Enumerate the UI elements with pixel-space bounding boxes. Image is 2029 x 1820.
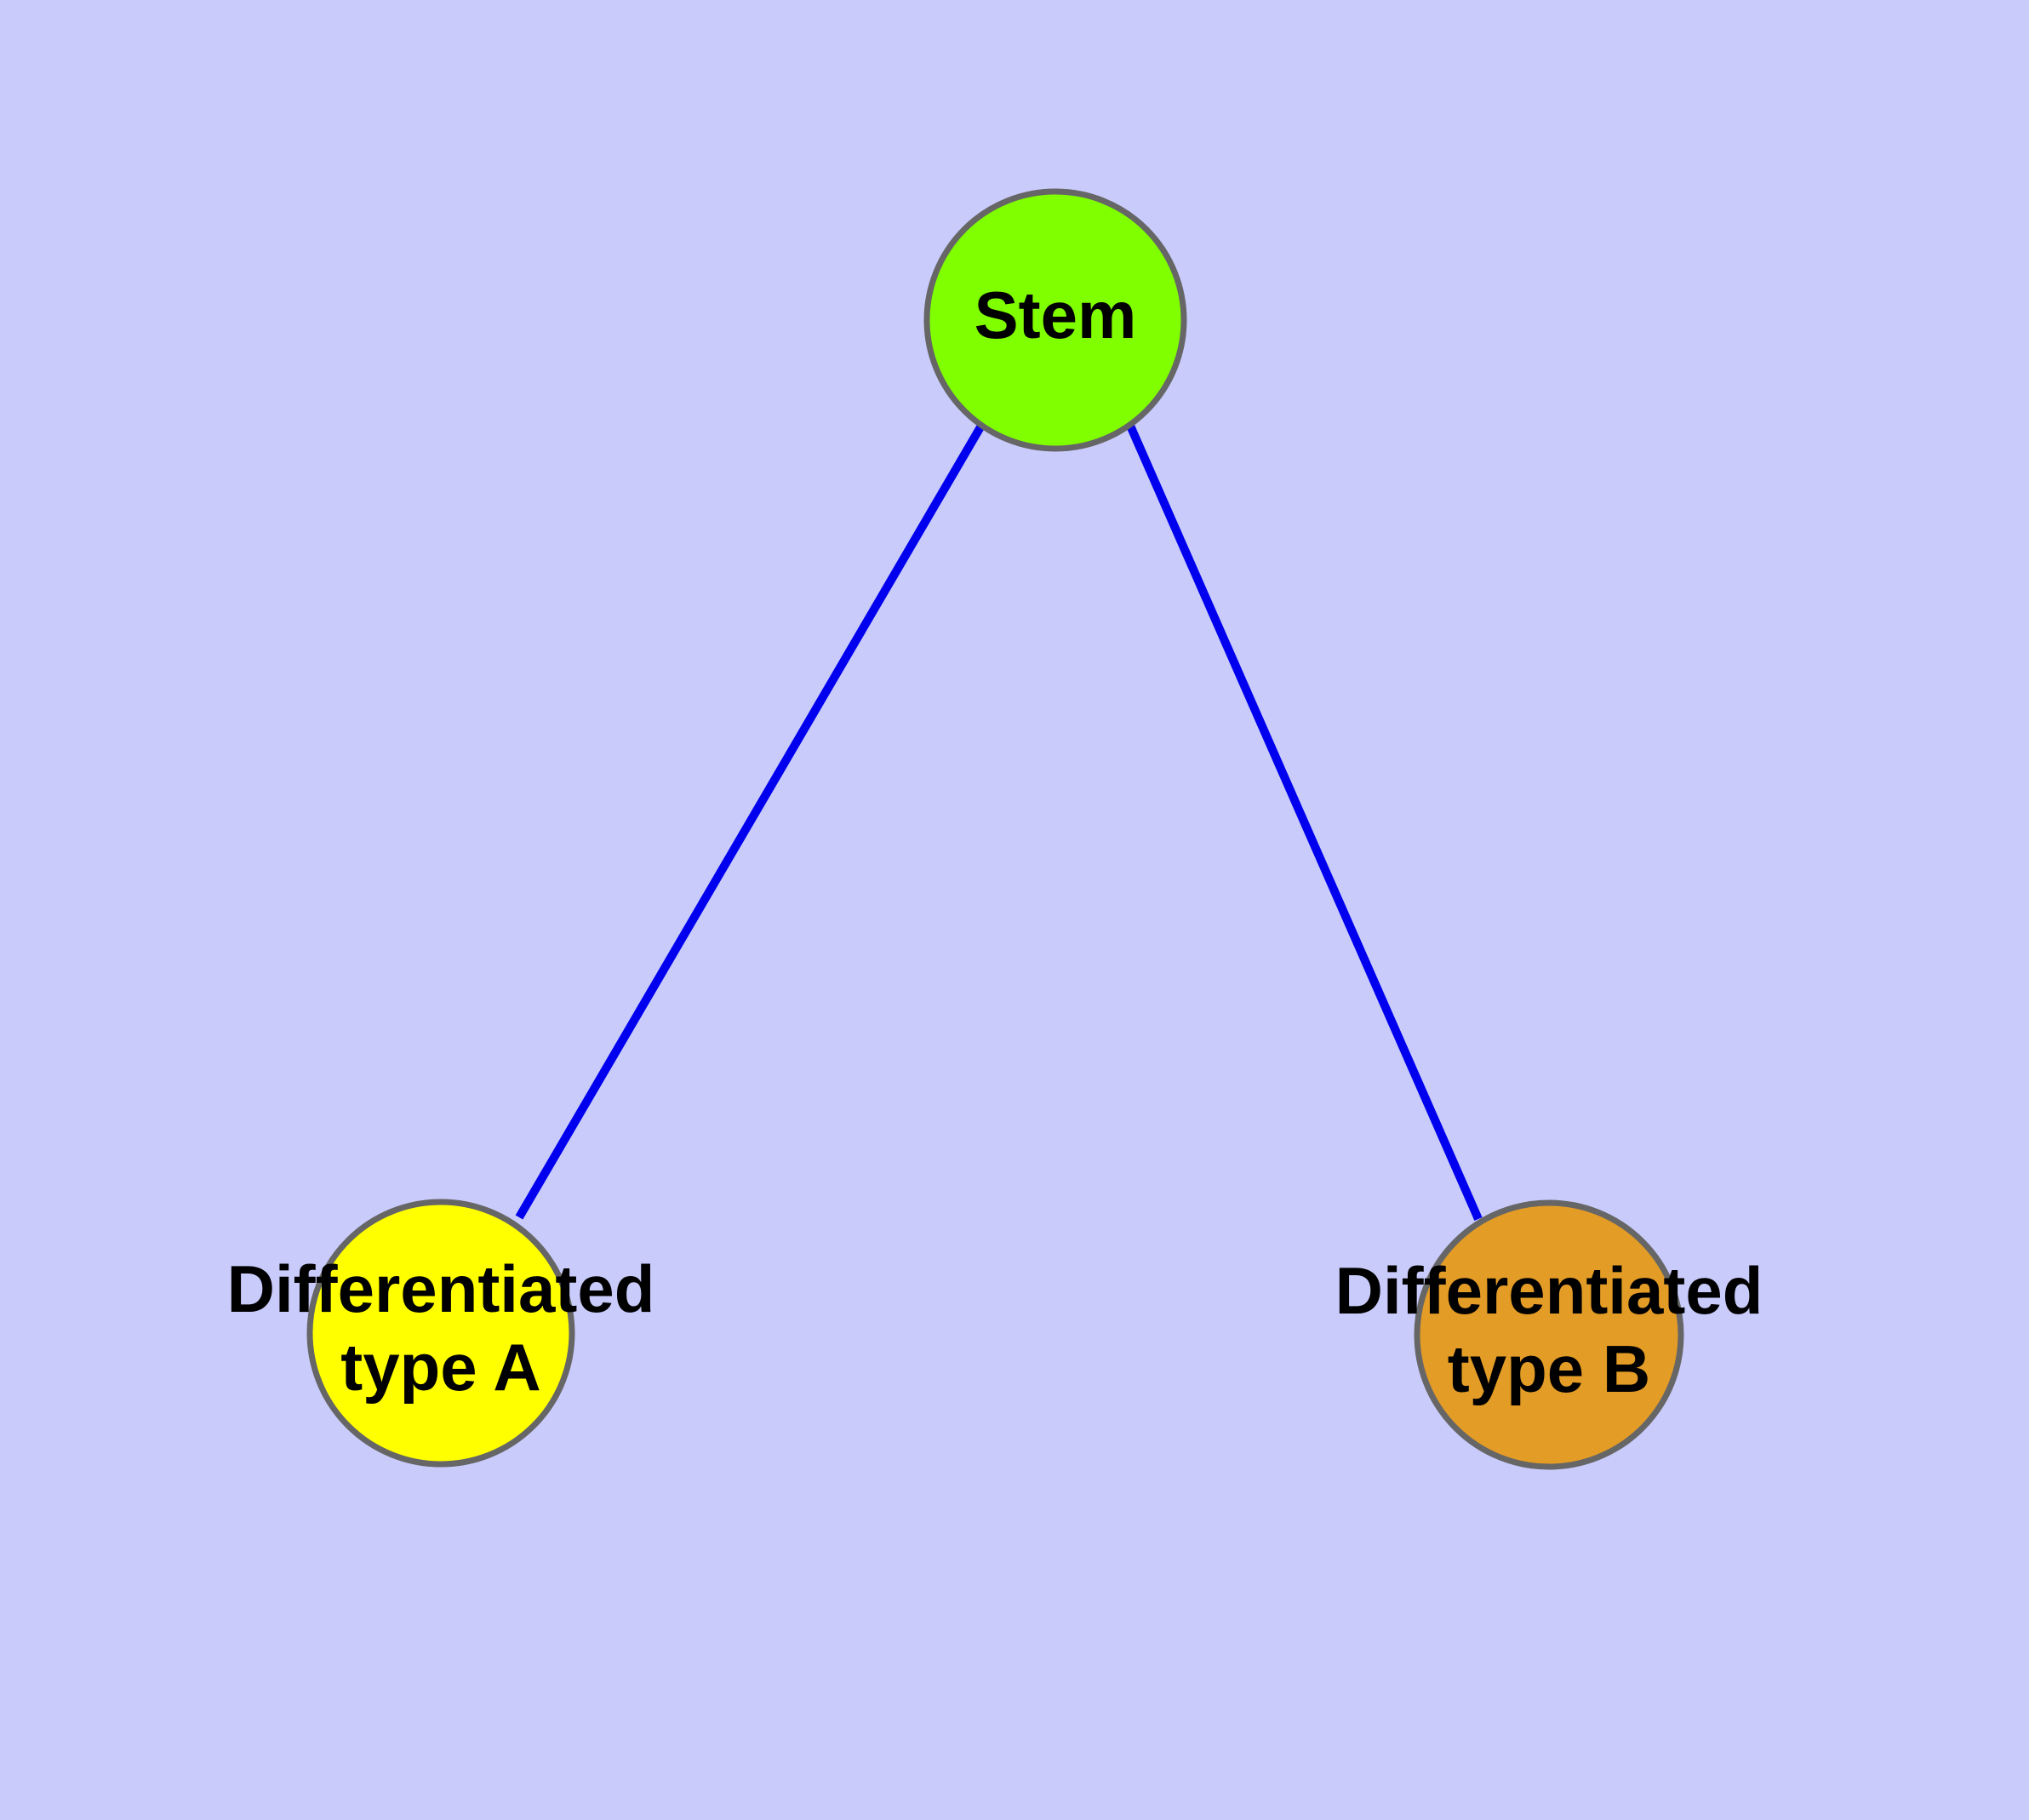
label-line: type A	[340, 1330, 541, 1405]
nodes-group	[306, 188, 1684, 1470]
node-stem-label: Stem	[974, 278, 1137, 352]
edge-stem-to-differentiated-type-a[interactable]	[515, 423, 986, 1220]
label-line: Differentiated	[227, 1251, 655, 1326]
label-line: Stem	[974, 278, 1137, 352]
label-line: type B	[1448, 1331, 1650, 1406]
edge-stem-to-differentiated-type-b[interactable]	[1126, 423, 1483, 1222]
label-line: Differentiated	[1335, 1253, 1763, 1328]
node-stem-circle[interactable]	[923, 188, 1187, 452]
node-stem[interactable]	[923, 188, 1187, 452]
node-differentiated-type-a[interactable]	[306, 1199, 575, 1468]
node-differentiated-type-b[interactable]	[1414, 1199, 1684, 1470]
node-differentiated-type-a-circle[interactable]	[306, 1199, 575, 1468]
node-differentiated-type-b-circle[interactable]	[1414, 1199, 1684, 1470]
edges-group	[515, 423, 1483, 1222]
